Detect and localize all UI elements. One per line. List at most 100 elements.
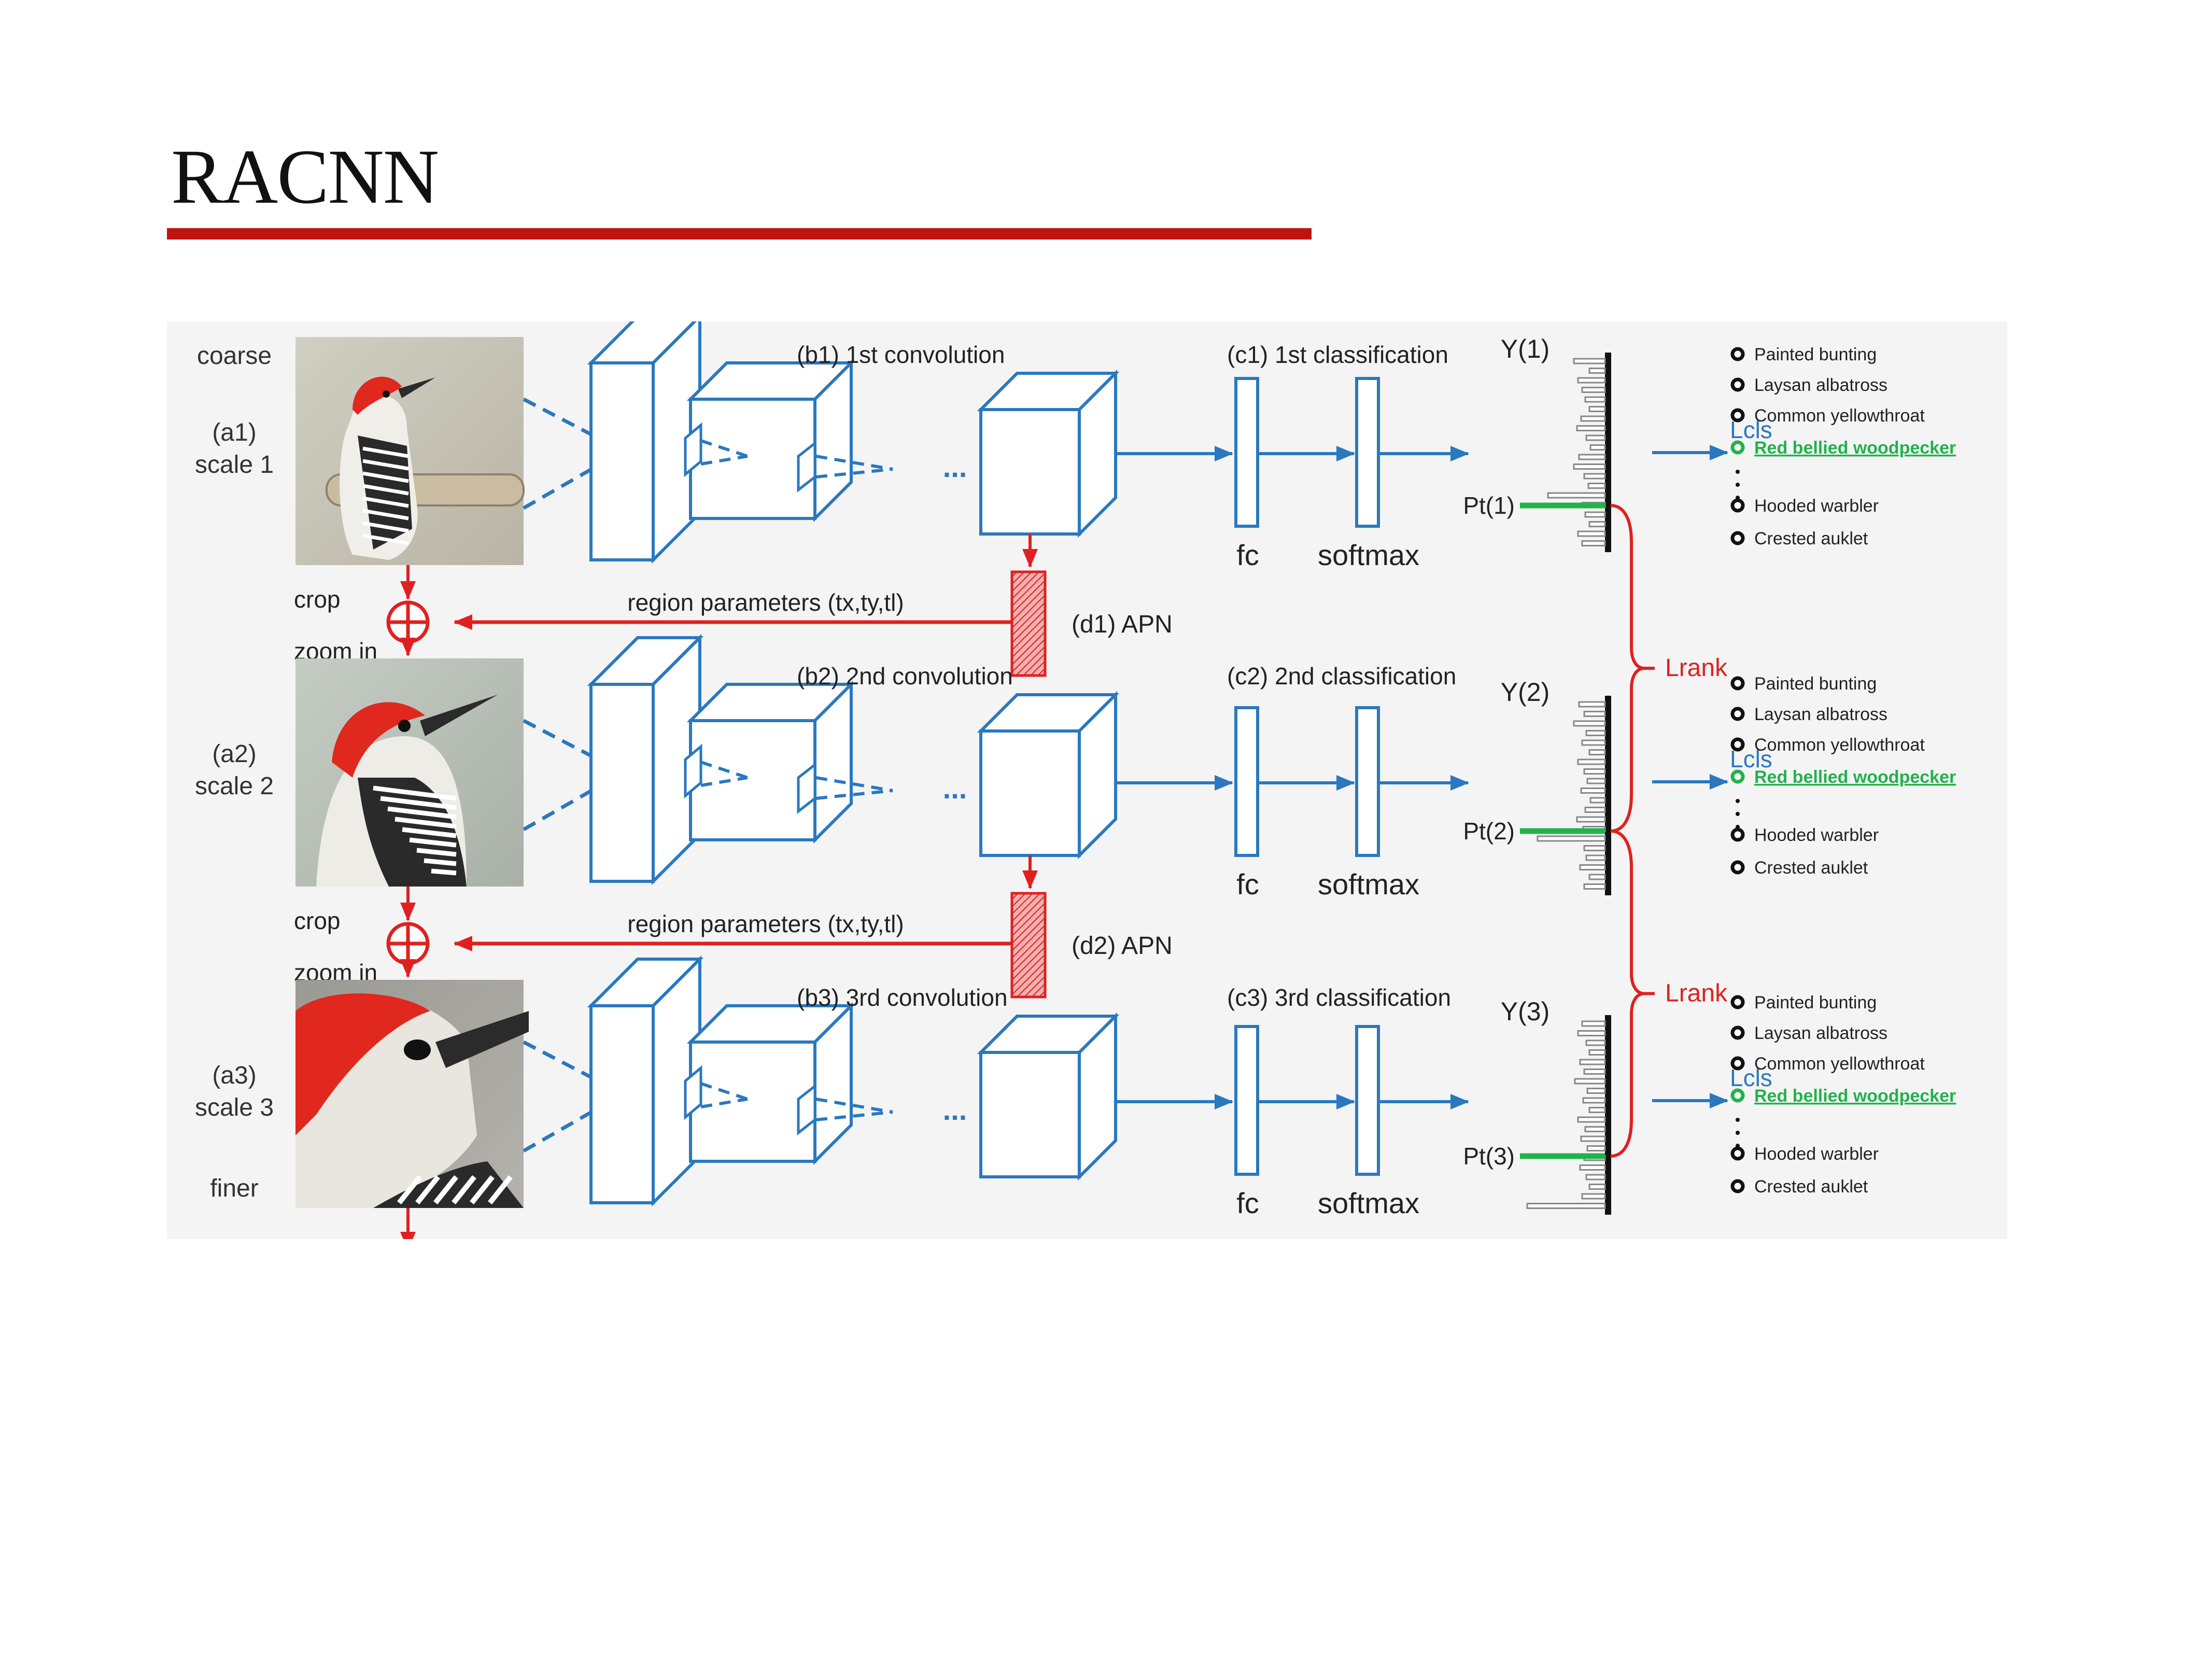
- histogram-bar: [1585, 434, 1606, 441]
- apn-block: [1010, 570, 1047, 677]
- histogram-bar: [1577, 377, 1606, 384]
- fc-layer: [1234, 706, 1259, 857]
- class-name: Common yellowthroat: [1754, 735, 1925, 755]
- softmax-layer: [1355, 1025, 1380, 1176]
- class-name: Laysan albatross: [1754, 375, 1887, 395]
- histogram-bar: [1583, 473, 1606, 480]
- apn-block: [1010, 892, 1047, 999]
- class-bullet: [1730, 860, 1745, 875]
- histogram-bar: [1585, 730, 1606, 736]
- histogram-bar: [1581, 1020, 1606, 1027]
- rank-bracket: [1610, 830, 1645, 1158]
- wing-stripe: [362, 459, 409, 471]
- class-name: Laysan albatross: [1754, 705, 1887, 724]
- ellipsis-dot: [1736, 496, 1740, 500]
- conv-block-2: [686, 1002, 855, 1165]
- class-name: Hooded warbler: [1754, 1144, 1879, 1164]
- wing-stripe: [488, 1175, 513, 1205]
- fc-layer: [1234, 1025, 1259, 1176]
- histogram-bar: [1576, 425, 1606, 431]
- highlight-bullet: [1730, 769, 1745, 784]
- class-bullet: [1730, 408, 1745, 423]
- histogram-bar: [1588, 874, 1606, 880]
- histogram-bar: [1573, 463, 1606, 470]
- bird-beak: [398, 377, 435, 398]
- conv-block-1-top: [587, 321, 697, 364]
- highlight-bullet: [1730, 1088, 1745, 1103]
- kernel-line: [700, 1098, 748, 1108]
- histogram-bar: [1547, 492, 1606, 499]
- histogram-bar: [1574, 1078, 1606, 1085]
- coarse-label: coarse: [197, 342, 272, 370]
- class-name: Hooded warbler: [1754, 496, 1879, 516]
- conv-block-3-front: [979, 1051, 1081, 1178]
- ellipsis: ...: [943, 451, 967, 483]
- conv-block-1-front: [589, 1004, 655, 1204]
- bird-beak: [435, 1011, 529, 1068]
- scale-label: scale 3: [195, 1094, 274, 1121]
- slide-title: RACNN: [171, 134, 439, 220]
- conv-block-2-front: [689, 719, 816, 841]
- kernel-line: [815, 789, 893, 800]
- highlight-bullet: [1730, 440, 1745, 455]
- class-name: Hooded warbler: [1754, 825, 1879, 845]
- wing-stripe: [373, 785, 457, 801]
- class-name: Laysan albatross: [1754, 1023, 1887, 1043]
- histogram-bar: [1537, 835, 1606, 842]
- histogram-bar: [1588, 1184, 1606, 1190]
- kernel-line: [815, 455, 893, 471]
- highlight-class: Red bellied woodpecker: [1754, 1086, 1956, 1106]
- ellipsis-dot: [1736, 799, 1740, 803]
- conv-block-1: [587, 634, 704, 885]
- bird-photo: [295, 337, 525, 565]
- ellipsis-dot: [1736, 1144, 1740, 1148]
- bird-eye: [383, 390, 390, 398]
- wing-stripe: [387, 806, 457, 820]
- highlight-class: Red bellied woodpecker: [1754, 438, 1956, 458]
- class-name: Painted bunting: [1754, 345, 1877, 364]
- kernel: [797, 1083, 816, 1136]
- kernel: [684, 1065, 702, 1120]
- crop-label: crop: [294, 907, 340, 934]
- wing-stripe: [415, 1175, 440, 1205]
- histogram-bar: [1581, 387, 1606, 393]
- y-label: Y(1): [1501, 334, 1549, 363]
- classification-label: (c2) 2nd classification: [1227, 663, 1456, 690]
- kernel-line: [700, 761, 748, 779]
- histogram-bar: [1585, 1039, 1606, 1046]
- histogram-bar: [1581, 1193, 1606, 1200]
- wing-stripe: [402, 827, 457, 838]
- conv-block-3-front: [979, 408, 1081, 536]
- histogram-bar: [1578, 701, 1606, 708]
- histogram-bar: [1586, 778, 1606, 784]
- class-name: Crested auklet: [1754, 1177, 1868, 1197]
- conv-block-1: [587, 321, 701, 564]
- conv-block-3: [977, 369, 1120, 538]
- histogram-bar: [1588, 749, 1606, 755]
- convolution-label: (b1) 1st convolution: [797, 341, 1005, 368]
- wing-stripe: [362, 521, 409, 533]
- wing-stripe: [416, 848, 457, 857]
- class-bullet: [1730, 1056, 1745, 1071]
- wing-stripe: [424, 858, 457, 866]
- bird-photo: [295, 658, 524, 887]
- class-bullet: [1730, 827, 1745, 842]
- histogram-bar: [1588, 1107, 1606, 1113]
- wing-stripe: [409, 837, 457, 848]
- histogram-bar: [1577, 1030, 1606, 1036]
- conv-block-3-side: [1078, 369, 1117, 538]
- bird-beak: [420, 695, 498, 736]
- pt-label: Pt(3): [1463, 1143, 1515, 1170]
- kernel-line: [815, 1110, 893, 1121]
- conv-block-2-front: [689, 1041, 816, 1163]
- ellipsis-dot: [1736, 825, 1740, 829]
- ellipsis-dot: [1736, 483, 1740, 487]
- kernel: [684, 422, 702, 477]
- conv-block-2-side: [813, 1002, 853, 1165]
- wing-stripe: [362, 533, 409, 545]
- wing-stripe: [362, 471, 409, 483]
- kernel-line: [700, 1082, 748, 1101]
- class-bullet: [1730, 347, 1745, 361]
- classification-label: (c1) 1st classification: [1227, 341, 1448, 368]
